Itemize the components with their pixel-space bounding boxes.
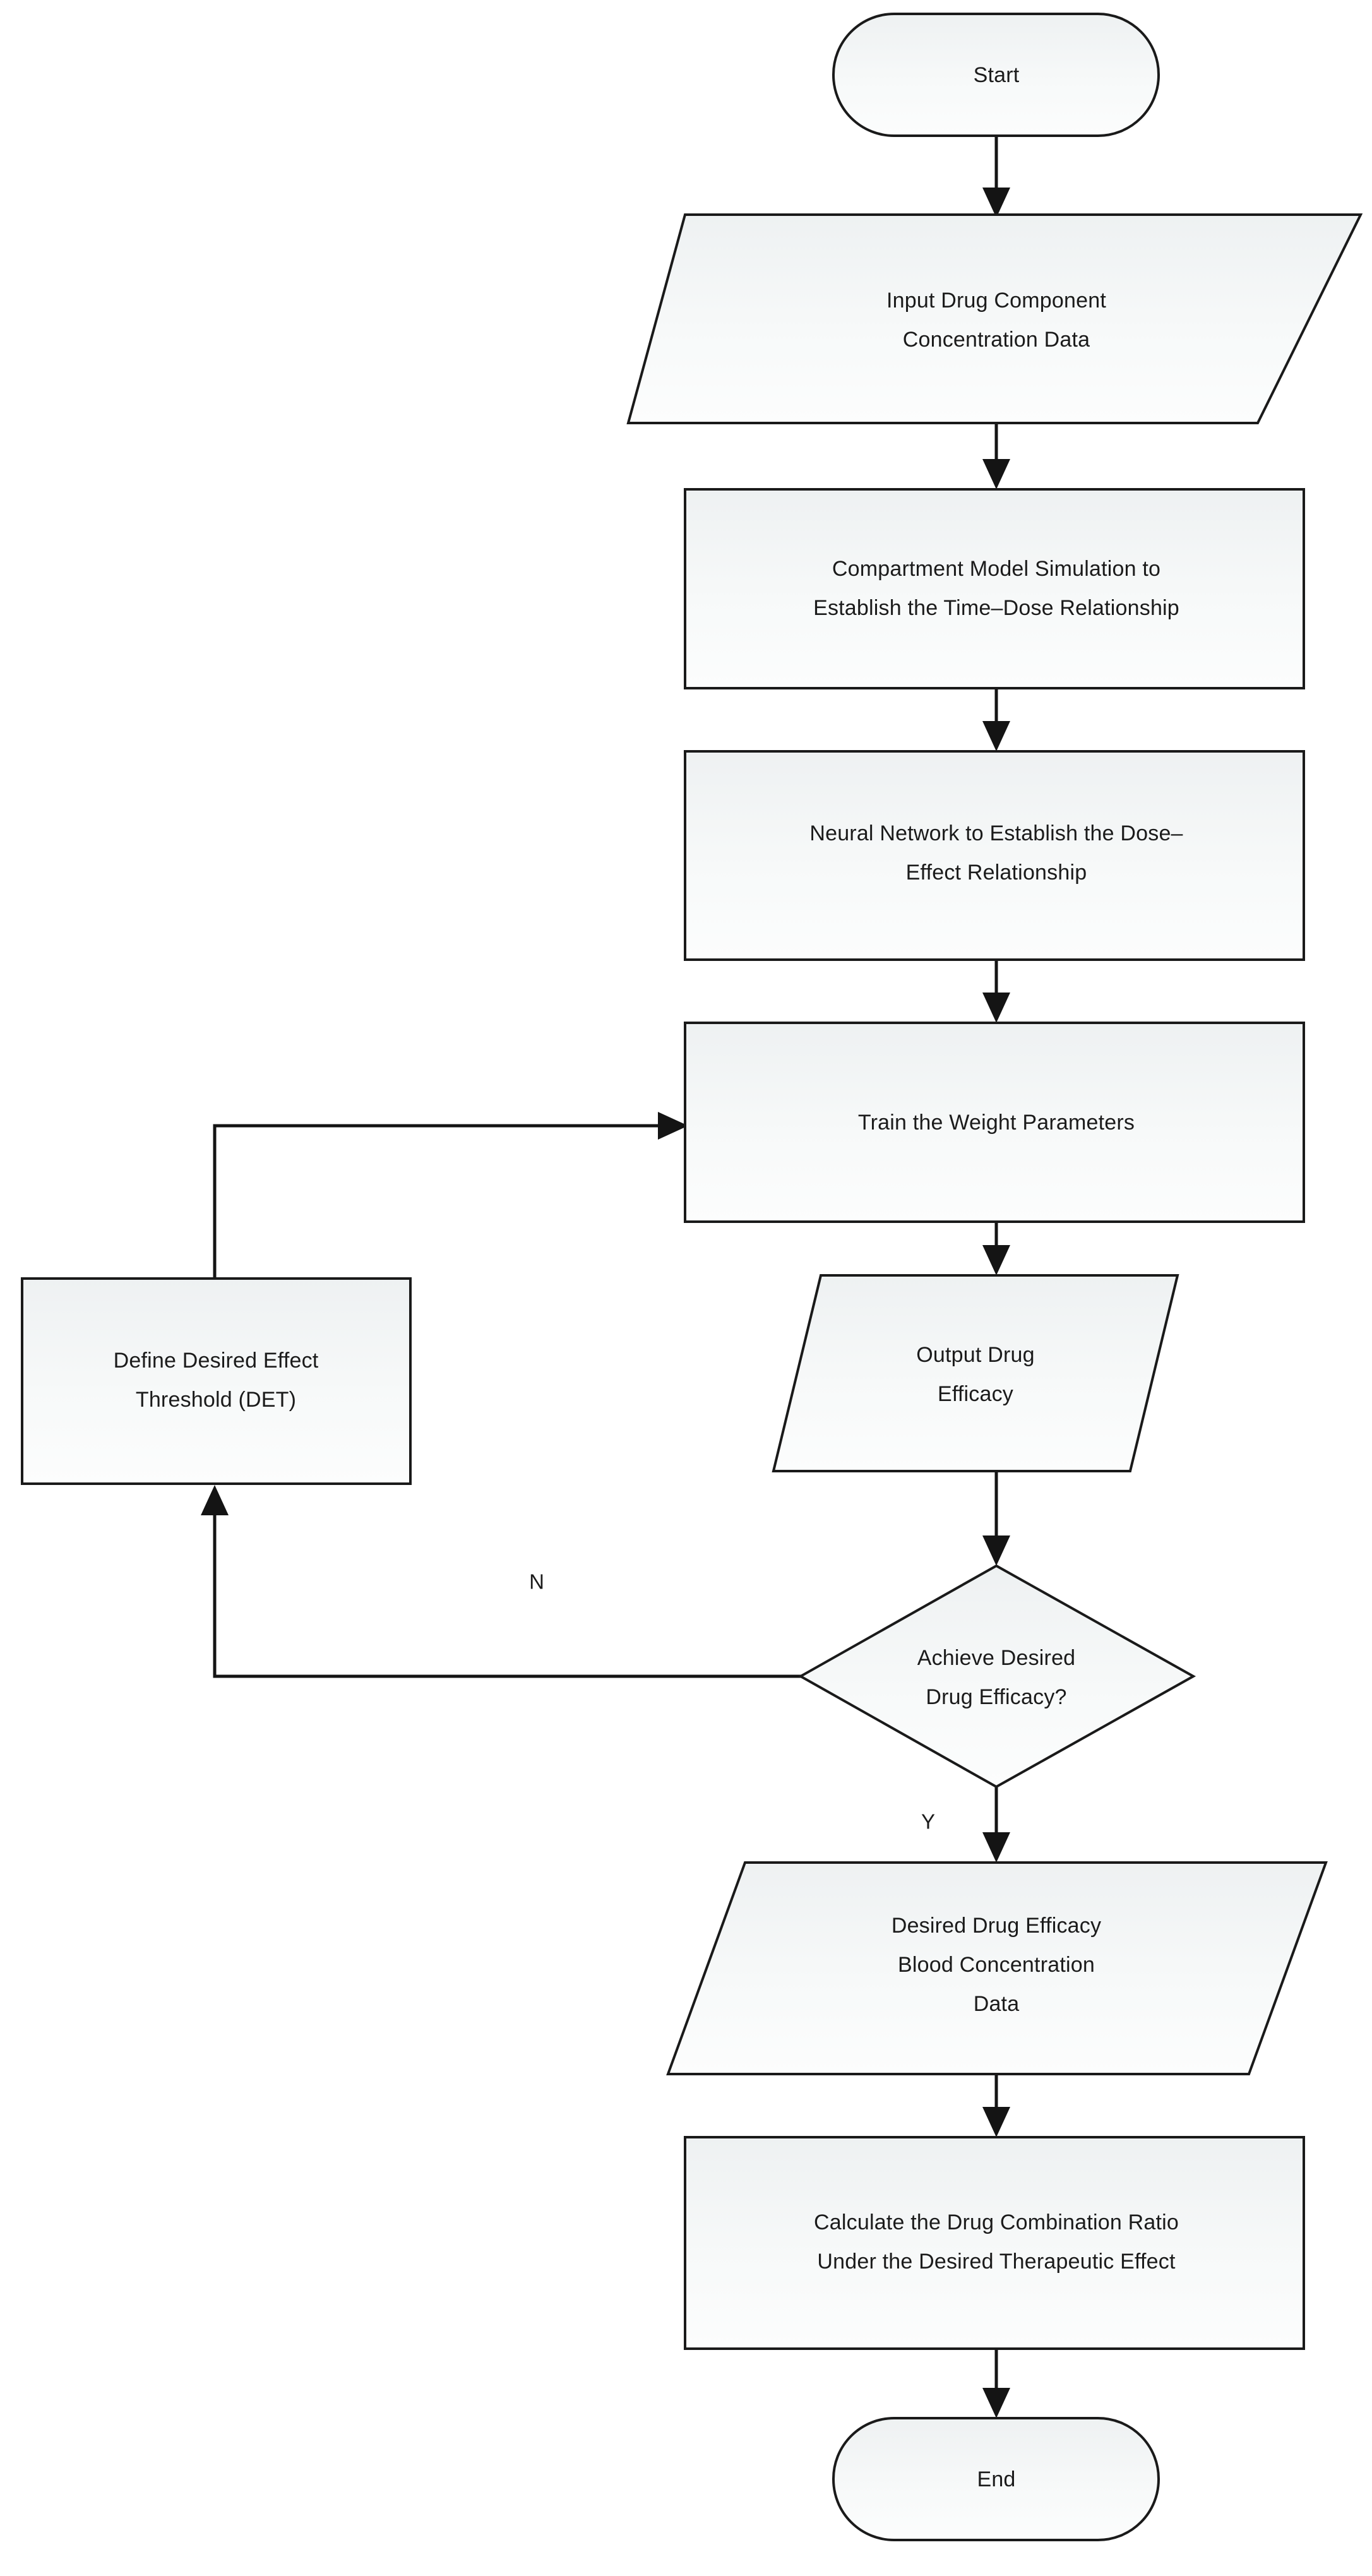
blood-concentration-label-line2: Blood Concentration bbox=[898, 1953, 1095, 1977]
train-weights-shape bbox=[684, 1022, 1305, 1223]
edge-neural-to-train bbox=[982, 960, 1010, 1023]
output-efficacy-label-line1: Output Drug bbox=[916, 1343, 1034, 1367]
node-neural-network[interactable]: Neural Network to Establish the Dose– Ef… bbox=[684, 750, 1305, 961]
compartment-model-shape bbox=[684, 488, 1305, 689]
neural-network-shape bbox=[684, 750, 1305, 961]
neural-network-label-line1: Neural Network to Establish the Dose– bbox=[809, 821, 1183, 845]
calculate-ratio-shape bbox=[684, 2136, 1305, 2350]
decision-efficacy-label-line2: Drug Efficacy? bbox=[926, 1685, 1066, 1709]
input-data-label-line1: Input Drug Component bbox=[886, 289, 1106, 313]
train-weights-label: Train the Weight Parameters bbox=[858, 1111, 1135, 1135]
define-det-label-line2: Threshold (DET) bbox=[136, 1388, 296, 1412]
node-decision-efficacy[interactable]: Achieve Desired Drug Efficacy? bbox=[797, 1564, 1196, 1789]
edge-train-to-output bbox=[982, 1222, 1010, 1275]
define-det-label-line1: Define Desired Effect bbox=[114, 1349, 319, 1373]
edge-calculate-to-end bbox=[982, 2349, 1010, 2418]
node-start[interactable]: Start bbox=[832, 13, 1160, 137]
node-blood-concentration[interactable]: Desired Drug Efficacy Blood Concentratio… bbox=[666, 1861, 1328, 2075]
node-compartment-model[interactable]: Compartment Model Simulation to Establis… bbox=[684, 488, 1305, 689]
start-shape bbox=[832, 13, 1160, 137]
end-label: End bbox=[977, 2467, 1015, 2491]
calculate-ratio-label-line2: Under the Desired Therapeutic Effect bbox=[817, 2250, 1176, 2274]
edge-det-to-train bbox=[213, 1112, 688, 1279]
input-data-label-line2: Concentration Data bbox=[903, 328, 1090, 352]
output-efficacy-label-line2: Efficacy bbox=[938, 1382, 1013, 1406]
output-efficacy-shape bbox=[772, 1274, 1179, 1472]
calculate-ratio-label-line1: Calculate the Drug Combination Ratio bbox=[814, 2210, 1179, 2234]
edge-blood-to-calculate bbox=[982, 2074, 1010, 2137]
define-det-shape bbox=[21, 1277, 412, 1485]
node-define-det[interactable]: Define Desired Effect Threshold (DET) bbox=[21, 1277, 412, 1485]
edge-input-to-compartment bbox=[982, 423, 1010, 489]
node-train-weights[interactable]: Train the Weight Parameters bbox=[684, 1022, 1305, 1223]
node-input-data[interactable]: Input Drug Component Concentration Data bbox=[626, 213, 1363, 424]
blood-concentration-shape bbox=[666, 1861, 1328, 2075]
input-data-shape bbox=[626, 213, 1363, 424]
edge-compartment-to-neural bbox=[982, 688, 1010, 751]
blood-concentration-label-line3: Data bbox=[974, 1992, 1020, 2016]
start-label: Start bbox=[974, 63, 1020, 87]
edge-output-to-decision bbox=[982, 1471, 1010, 1566]
edge-start-to-input bbox=[982, 136, 1010, 218]
edge-label-no: N bbox=[529, 1570, 544, 1594]
compartment-model-label-line1: Compartment Model Simulation to bbox=[832, 557, 1160, 581]
edge-decision-yes-to-blood: Y bbox=[921, 1787, 1010, 1863]
neural-network-label-line2: Effect Relationship bbox=[906, 861, 1087, 885]
edge-decision-no-to-det: N bbox=[201, 1485, 840, 1678]
edge-label-yes: Y bbox=[921, 1810, 935, 1834]
decision-efficacy-label-line1: Achieve Desired bbox=[917, 1646, 1076, 1670]
node-output-efficacy[interactable]: Output Drug Efficacy bbox=[772, 1274, 1179, 1472]
decision-efficacy-shape bbox=[797, 1564, 1196, 1789]
compartment-model-label-line2: Establish the Time–Dose Relationship bbox=[813, 596, 1179, 620]
blood-concentration-label-line1: Desired Drug Efficacy bbox=[892, 1914, 1101, 1938]
end-shape bbox=[832, 2417, 1160, 2541]
node-calculate-ratio[interactable]: Calculate the Drug Combination Ratio Und… bbox=[684, 2136, 1305, 2350]
node-end[interactable]: End bbox=[832, 2417, 1160, 2541]
